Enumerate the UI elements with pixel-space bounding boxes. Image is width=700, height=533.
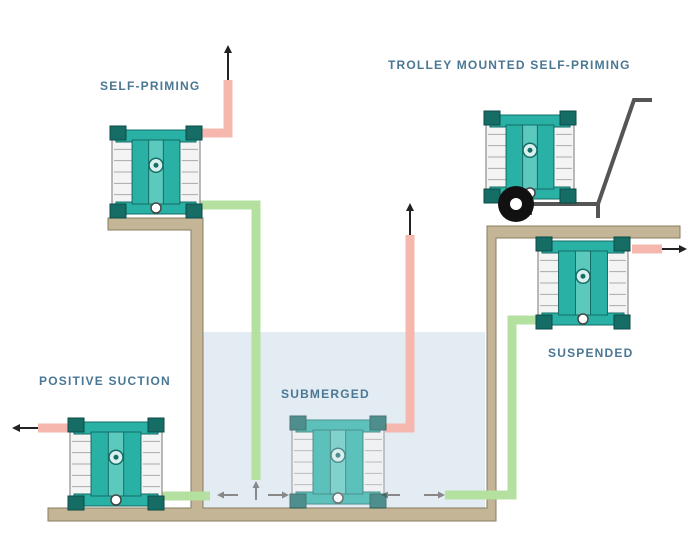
submerged-discharge-pipe [385,235,415,433]
label-suspended: SUSPENDED [548,346,634,360]
pump-trolley-mounted [483,110,577,204]
self-priming-suction-pipe [198,200,261,480]
pump-suspended [535,236,631,330]
trolley-wheel [498,186,534,222]
pump-submerged [289,415,387,509]
label-submerged: SUBMERGED [281,387,370,401]
self-priming-discharge-pipe [195,80,233,138]
pump-positive-suction [67,417,165,511]
label-self-priming: SELF-PRIMING [100,79,201,93]
pump-self-priming [109,125,203,219]
label-positive-suction: POSITIVE SUCTION [39,374,171,388]
label-trolley-mounted: TROLLEY MOUNTED SELF-PRIMING [388,58,631,72]
suspended-suction-pipe [445,315,540,500]
